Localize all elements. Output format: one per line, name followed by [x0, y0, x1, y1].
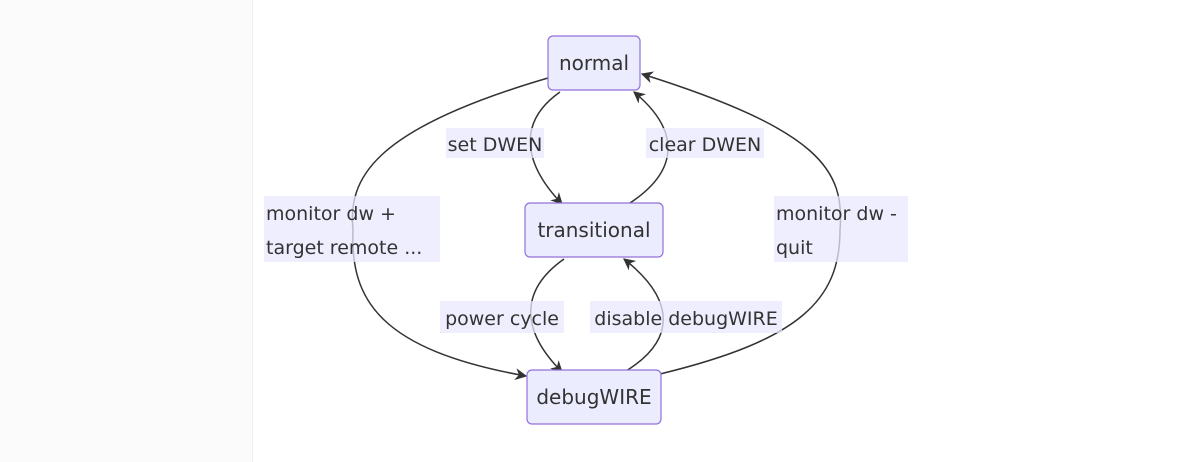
- edge-label-set-dwen-text: set DWEN: [448, 134, 543, 156]
- edge-label-monitor-dw-minus-line1: monitor dw -: [776, 203, 897, 225]
- state-normal: normal: [547, 35, 641, 91]
- state-debugwire: debugWIRE: [526, 369, 662, 425]
- edge-label-clear-dwen: clear DWEN: [646, 128, 764, 158]
- edge-label-monitor-dw-plus-line2: target remote ...: [266, 237, 422, 259]
- edge-label-monitor-dw-minus: monitor dw - quit: [774, 196, 908, 262]
- edge-label-power-cycle: power cycle: [440, 301, 564, 333]
- edge-label-monitor-dw-minus-line2: quit: [776, 237, 813, 259]
- state-debugwire-label: debugWIRE: [536, 385, 651, 409]
- left-panel: [0, 0, 253, 462]
- state-transitional: transitional: [524, 202, 664, 258]
- state-normal-label: normal: [559, 51, 629, 75]
- state-transitional-label: transitional: [537, 218, 650, 242]
- edge-label-set-dwen: set DWEN: [446, 128, 544, 158]
- edge-label-power-cycle-text: power cycle: [445, 308, 559, 330]
- edge-label-disable-debugwire-text: disable debugWIRE: [594, 308, 777, 330]
- edge-label-disable-debugwire: disable debugWIRE: [590, 301, 782, 333]
- edge-label-monitor-dw-plus: monitor dw + target remote ...: [264, 196, 440, 262]
- edge-label-clear-dwen-text: clear DWEN: [649, 134, 762, 156]
- edge-label-monitor-dw-plus-line1: monitor dw +: [266, 203, 396, 225]
